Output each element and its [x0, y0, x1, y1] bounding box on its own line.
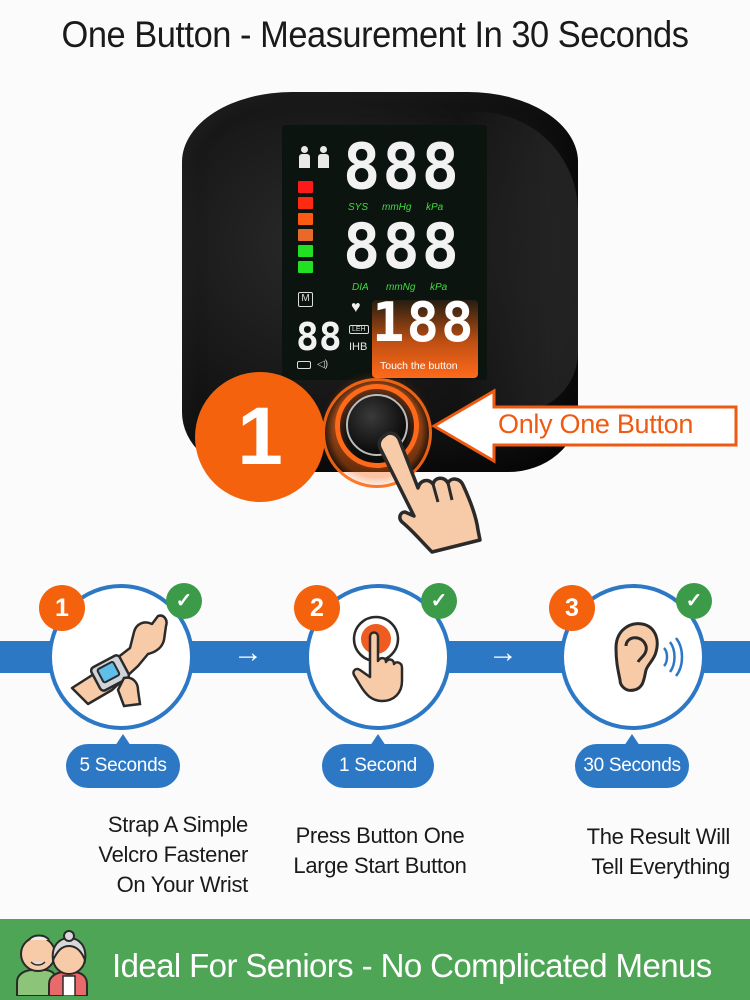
dia-label: DIA	[352, 282, 369, 293]
diastolic-readout: 888	[343, 210, 461, 283]
pulse-readout: 188	[372, 291, 476, 354]
pressure-level-indicator	[298, 181, 313, 273]
ihb-label: IHB	[349, 341, 368, 353]
level-bar	[298, 213, 313, 225]
kpa-label: kPa	[426, 202, 444, 213]
button-ring	[335, 384, 419, 468]
battery-icon	[297, 361, 311, 369]
mmhg-label: mmHg	[382, 202, 412, 213]
user-profile-icons	[298, 146, 330, 168]
mmhg-label: mmNg	[386, 282, 416, 293]
systolic-readout: 888	[343, 129, 461, 204]
leh-label: LEH	[349, 325, 369, 334]
step-1-description: Strap A Simple Velcro Fastener On Your W…	[98, 812, 248, 897]
step-number-badge: 1	[195, 372, 325, 502]
sys-label: SYS	[348, 202, 369, 213]
status-icons: ◁)	[297, 359, 328, 370]
only-one-button-label: Only One Button	[498, 409, 694, 439]
page-title: One Button - Measurement In 30 Seconds	[61, 14, 689, 55]
step-3-duration: 30 Seconds	[575, 734, 689, 788]
step-1-number: 1	[39, 585, 85, 631]
kpa-label: kPa	[430, 282, 448, 293]
step-2-number: 2	[294, 585, 340, 631]
step-1-check-icon: ✓	[166, 583, 202, 619]
step-3-number: 3	[549, 585, 595, 631]
heart-icon: ♥	[351, 299, 361, 316]
wrist-cuff-icon	[70, 614, 168, 708]
pointing-hand-icon	[377, 431, 482, 554]
level-bar	[298, 261, 313, 273]
step-2-duration: 1 Second	[322, 734, 434, 788]
user-2-icon	[317, 146, 330, 168]
ear-sound-icon	[614, 622, 684, 692]
speaker-icon: ◁)	[317, 359, 329, 370]
seniors-couple-icon	[16, 930, 88, 996]
touch-highlight	[372, 300, 478, 378]
memory-readout: 88	[296, 315, 342, 359]
level-bar	[298, 245, 313, 257]
level-bar	[298, 197, 313, 209]
flow-arrow-icon: →	[488, 636, 518, 669]
user-1-icon	[298, 146, 311, 168]
systolic-units: SYS mmHg kPa	[348, 202, 443, 213]
step-2-description: Press Button One Large Start Button	[293, 823, 467, 878]
memory-icon: M	[298, 292, 313, 307]
touch-hint: Touch the button	[380, 360, 458, 372]
press-button-icon	[352, 615, 404, 703]
step-3-description: The Result Will Tell Everything	[586, 824, 731, 879]
level-bar	[298, 181, 313, 193]
step-1-duration: 5 Seconds	[66, 734, 180, 788]
flow-arrow-icon: →	[233, 636, 263, 669]
start-button[interactable]	[346, 394, 408, 456]
footer-tagline: Ideal For Seniors - No Complicated Menus	[112, 947, 712, 984]
step-3-check-icon: ✓	[676, 583, 712, 619]
callout-arrow-icon	[431, 388, 738, 464]
level-bar	[298, 229, 313, 241]
footer-banner	[0, 919, 750, 1000]
step-2-check-icon: ✓	[421, 583, 457, 619]
diastolic-units: DIA mmNg kPa	[352, 282, 447, 293]
